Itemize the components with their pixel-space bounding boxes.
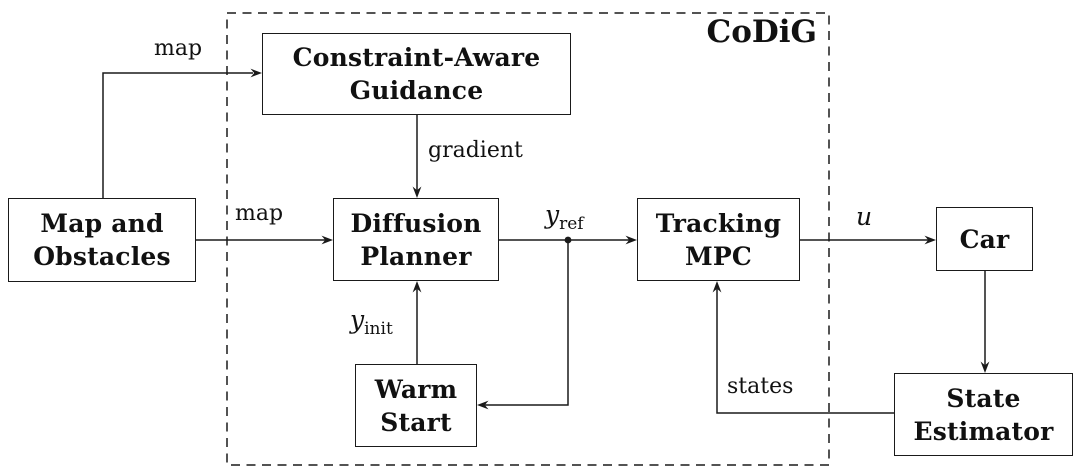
math-base: y [545,200,560,229]
box-state-estimator: State Estimator [894,373,1073,456]
box-label-line: Car [959,224,1010,254]
box-label-line: State [946,383,1021,413]
edge-junction-to-warmstart [485,240,569,406]
arrowhead-junction-to-warmstart [477,400,489,410]
edge-map-to-guidance [102,72,253,198]
box-constraint-aware-guidance: Constraint-Aware Guidance [262,33,571,115]
box-label-line: Start [380,407,452,437]
edge-label-map-mid: map [235,201,284,226]
math-base: u [856,202,873,231]
edge-label-u: u [856,202,873,232]
junction-dot [564,236,572,244]
arrowhead-map-to-guidance [250,68,262,78]
codig-dashed-boundary [226,12,830,466]
box-label-line: Guidance [349,76,484,105]
edge-states [716,289,894,414]
box-label-line: Estimator [913,416,1054,446]
edge-label-y-init: yinit [350,305,393,337]
box-label-line: Planner [360,241,472,271]
box-map-and-obstacles: Map and Obstacles [8,198,196,282]
box-label-line: Obstacles [33,242,171,271]
arrowhead-yinit [412,281,422,293]
box-car: Car [936,207,1033,271]
math-subscript: ref [559,214,584,234]
arrowhead-map-to-planner [321,235,333,245]
box-diffusion-planner: Diffusion Planner [333,198,499,281]
box-label-line: Map and [40,209,164,238]
codig-title: CoDiG [706,14,817,50]
arrowhead-yref [625,235,637,245]
box-label-line: Constraint-Aware [292,43,541,72]
math-base: y [350,305,365,334]
box-label-line: MPC [685,241,752,271]
box-tracking-mpc: Tracking MPC [637,198,800,281]
arrowhead-car-to-estimator [980,361,990,373]
edge-label-states: states [727,374,794,399]
edge-label-y-ref: yref [545,200,584,232]
arrowhead-states [712,281,722,293]
box-label-line: Warm [374,374,458,404]
edge-label-gradient: gradient [428,138,523,163]
box-label-line: Tracking [655,208,782,238]
math-subscript: init [364,319,393,339]
box-label-line: Diffusion [350,208,482,238]
arrowhead-gradient [412,186,422,198]
edge-label-map-top: map [154,36,203,61]
box-warm-start: Warm Start [355,364,477,447]
arrowhead-u [924,235,936,245]
